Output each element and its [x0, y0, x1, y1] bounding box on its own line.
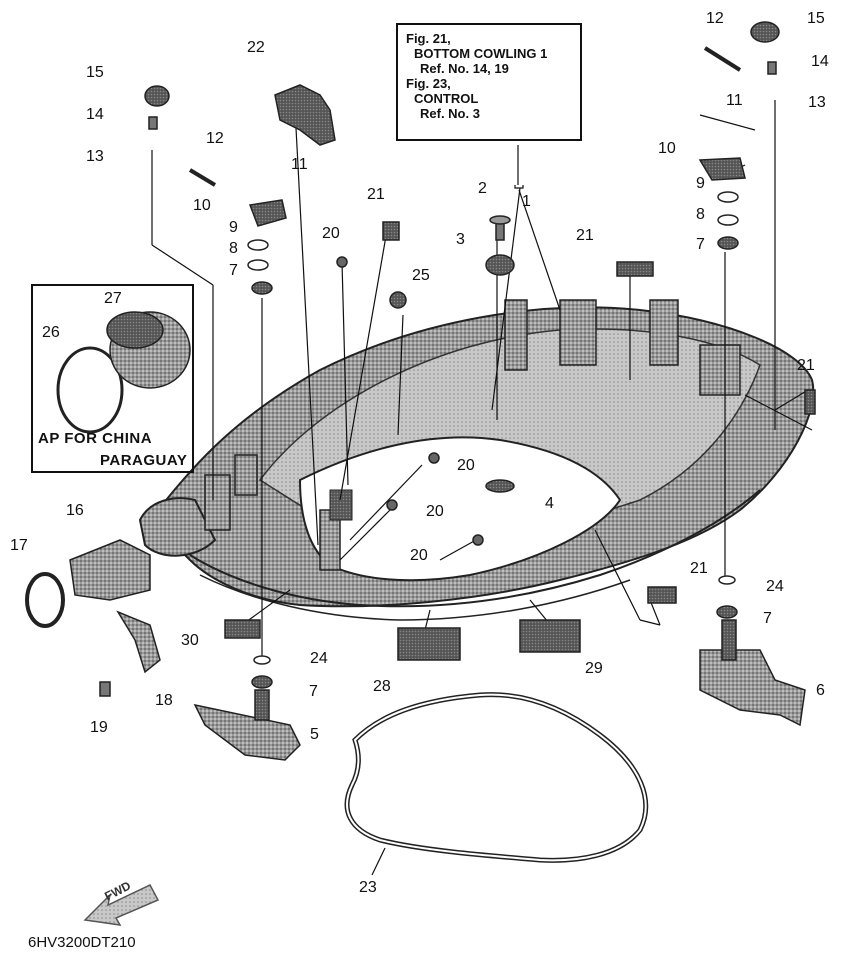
callout-27: 27	[104, 290, 122, 307]
callout-7: 7	[696, 236, 705, 253]
callout-30: 30	[181, 632, 199, 649]
reference-box: Fig. 21, BOTTOM COWLING 1 Ref. No. 14, 1…	[396, 23, 582, 141]
callout-24: 24	[766, 578, 784, 595]
callout-2: 2	[478, 180, 487, 197]
inset-title-1: AP FOR CHINA	[38, 430, 153, 447]
callout-8: 8	[696, 206, 705, 223]
ref-line-2: BOTTOM COWLING 1	[414, 46, 548, 61]
inset-title-2: PARAGUAY	[100, 452, 188, 469]
fwd-arrow-icon	[83, 884, 160, 926]
callout-20: 20	[457, 457, 475, 474]
callout-21: 21	[367, 186, 385, 203]
callout-15: 15	[86, 64, 104, 81]
ref-line-1: Fig. 21,	[406, 31, 451, 46]
callout-21: 21	[690, 560, 708, 577]
callout-18: 18	[155, 692, 173, 709]
callout-14: 14	[86, 106, 104, 123]
callout-12: 12	[206, 130, 224, 147]
callout-16: 16	[66, 502, 84, 519]
callout-3: 3	[456, 231, 465, 248]
callout-7: 7	[309, 683, 318, 700]
callout-28: 28	[373, 678, 391, 695]
callout-20: 20	[426, 503, 444, 520]
callout-7: 7	[229, 262, 238, 279]
callout-9: 9	[696, 175, 705, 192]
callout-5: 5	[310, 726, 319, 743]
callout-11: 11	[291, 156, 308, 173]
callout-4: 4	[545, 495, 554, 512]
callout-21: 21	[576, 227, 594, 244]
ref-line-4: Fig. 23,	[406, 76, 451, 91]
callout-8: 8	[229, 240, 238, 257]
callout-19: 19	[90, 719, 108, 736]
callout-20: 20	[322, 225, 340, 242]
callout-6: 6	[816, 682, 825, 699]
ref-line-5: CONTROL	[414, 91, 479, 106]
callout-15: 15	[807, 10, 825, 27]
callout-23: 23	[359, 879, 377, 896]
callout-13: 13	[808, 94, 826, 111]
leader-lines	[151, 100, 813, 660]
callout-13: 13	[86, 148, 104, 165]
inset-box	[31, 284, 194, 473]
callout-20: 20	[410, 547, 428, 564]
callout-22: 22	[247, 39, 265, 56]
callout-26: 26	[42, 324, 60, 341]
callout-17: 17	[10, 537, 28, 554]
callout-7: 7	[763, 610, 772, 627]
callout-25: 25	[412, 267, 430, 284]
callout-24: 24	[310, 650, 328, 667]
bottom-cowling	[138, 299, 815, 621]
callout-29: 29	[585, 660, 603, 677]
callout-10: 10	[658, 140, 676, 157]
callout-1: 1	[522, 193, 531, 210]
callout-9: 9	[229, 219, 238, 236]
callout-14: 14	[811, 53, 829, 70]
ref-line-3: Ref. No. 14, 19	[420, 61, 509, 76]
callout-21: 21	[797, 357, 815, 374]
callout-11: 11	[726, 92, 743, 109]
callout-10: 10	[193, 197, 211, 214]
small-parts	[25, 21, 816, 761]
drawing-code: 6HV3200DT210	[28, 934, 136, 951]
callout-12: 12	[706, 10, 724, 27]
ref-line-6: Ref. No. 3	[420, 106, 480, 121]
